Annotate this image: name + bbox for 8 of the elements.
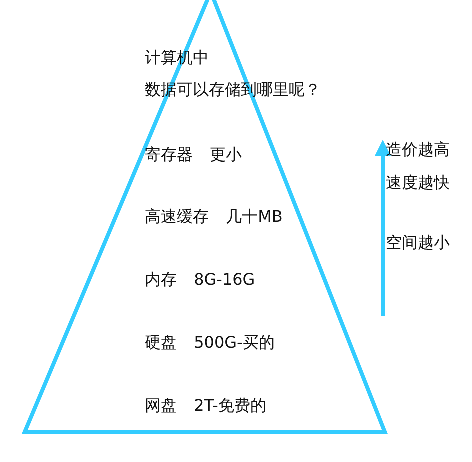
note-text: 空间越小 [386, 233, 450, 253]
note-text: 速度越快 [386, 173, 450, 193]
level-text: 高速缓存 几十MB [145, 207, 283, 227]
level-text: 硬盘 500G-买的 [145, 333, 275, 353]
level-text: 寄存器 更小 [145, 145, 242, 165]
note-text: 造价越高 [386, 140, 450, 160]
level-text: 内存 8G-16G [145, 270, 256, 290]
level-text: 网盘 2T-免费的 [145, 396, 266, 416]
